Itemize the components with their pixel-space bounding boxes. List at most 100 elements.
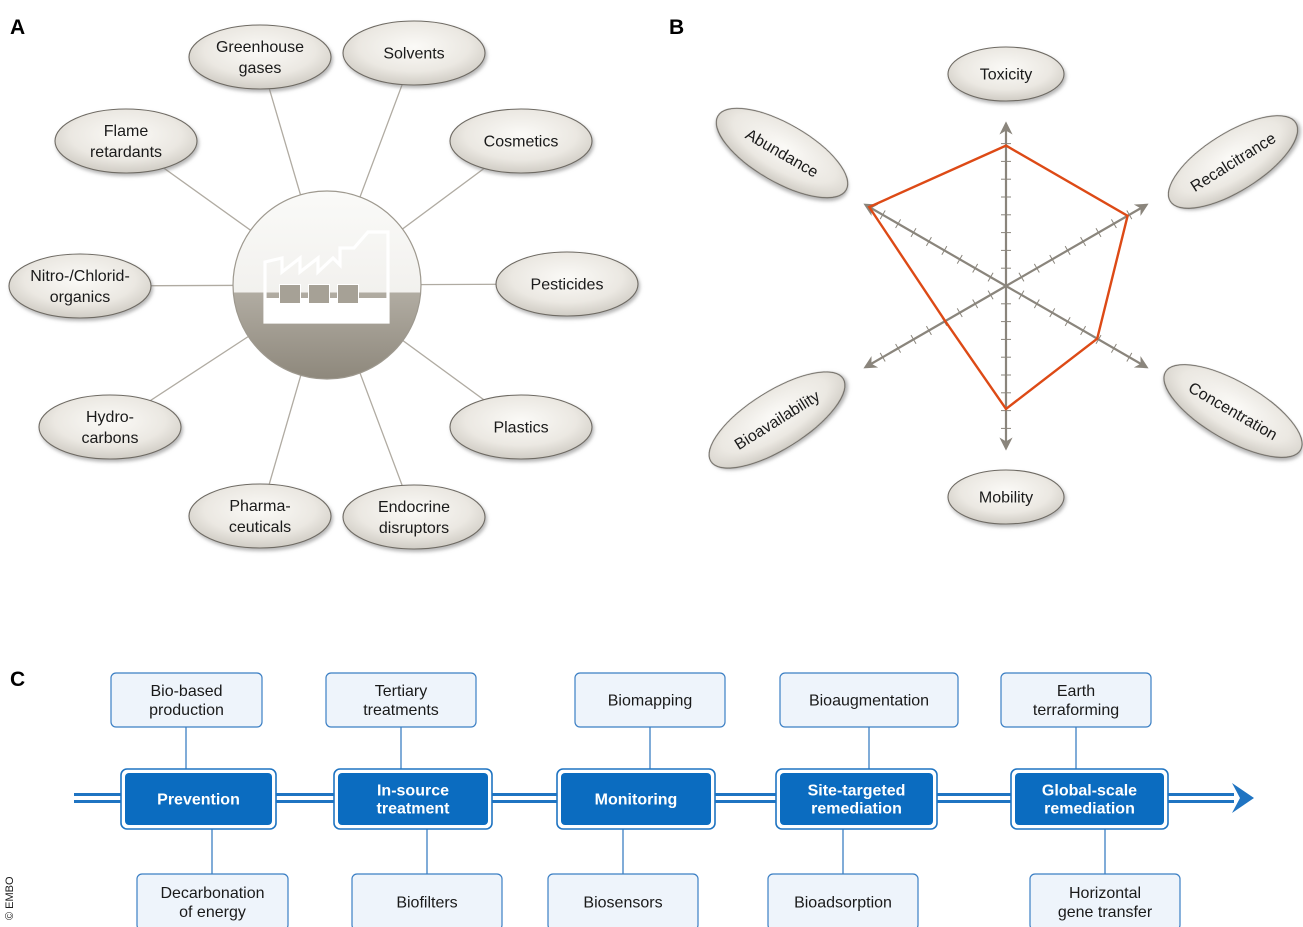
axis-tick: [910, 228, 917, 238]
panel-c-letter: C: [10, 668, 25, 691]
axis-tick: [956, 254, 963, 264]
axis-tick: [1064, 317, 1071, 327]
axis-tick: [941, 245, 948, 255]
axis-tick: [1049, 308, 1056, 318]
pollutant-oval: [449, 394, 593, 460]
axis-tick: [972, 263, 979, 273]
panel-b-radar-profile: ToxicityRecalcitranceConcentrationMobili…: [708, 46, 1303, 525]
pollutant-hydro-carbons: Hydro-carbons: [38, 394, 182, 460]
axis-label-text: Toxicity: [980, 67, 1032, 84]
axis-label-bioavailability: Bioavailability: [708, 371, 846, 469]
pollutant-oval: [38, 394, 182, 460]
axis-tick: [879, 210, 886, 220]
pollutant-solvents: Solvents: [342, 20, 486, 86]
pollutant-label: Pesticides: [531, 277, 604, 294]
panel-a-letter: A: [10, 16, 25, 39]
stage-site-targeted-remediation: BioaugmentationBioadsorptionSite-targete…: [767, 672, 959, 927]
axis-tick: [1033, 263, 1040, 273]
technology-box-bioadsorption: [767, 873, 919, 927]
axis-bioavailability: [863, 285, 1007, 369]
pollutant-oval: [342, 484, 486, 550]
technology-box-tertiary-treatments: [325, 672, 477, 728]
axis-label-toxicity: Toxicity: [947, 46, 1065, 102]
axis-tick: [1064, 245, 1071, 255]
pollutant-label: Nitro-/Chlorid-organics: [30, 268, 130, 306]
axis-tick: [1049, 254, 1056, 264]
stage-box-inner: [125, 773, 272, 825]
pollutant-oval: [449, 108, 593, 174]
timeline-arrowhead: [1232, 783, 1254, 813]
factory-hub: [232, 190, 422, 380]
technology-box-horizontal-gene-transfer: [1029, 873, 1181, 927]
pollutant-nitro-chlorid-organics: Nitro-/Chlorid-organics: [8, 253, 152, 319]
copyright-note: © EMBO: [4, 876, 16, 920]
pollutant-label: Pharma-ceuticals: [229, 498, 291, 536]
radar-profile: [867, 144, 1129, 411]
axis-tick: [1018, 272, 1025, 282]
axis-tick: [1080, 325, 1087, 336]
technology-box-biofilters: [351, 873, 503, 927]
axis-tick: [1110, 219, 1117, 229]
pollutant-pesticides: Pesticides: [495, 251, 639, 317]
axis-tick: [910, 334, 917, 344]
axis-label-recalcitrance: Recalcitrance: [1167, 115, 1299, 209]
radar-axes: [863, 121, 1149, 451]
axis-label-concentration: Concentration: [1163, 364, 1303, 458]
axis-label-text: Mobility: [979, 490, 1033, 507]
axis-tick: [1126, 210, 1133, 220]
technology-box-biomapping: [574, 672, 726, 728]
technology-box-bioaugmentation: [779, 672, 959, 728]
axis-label-mobility: Mobility: [947, 469, 1065, 525]
axis-tick: [879, 352, 886, 362]
axis-tick: [925, 236, 932, 247]
axis-tick: [1033, 299, 1040, 309]
axis-tick: [1110, 343, 1117, 353]
pollutant-pharma-ceuticals: Pharma-ceuticals: [188, 483, 332, 549]
pollutant-plastics: Plastics: [449, 394, 593, 460]
pollutant-cosmetics: Cosmetics: [449, 108, 593, 174]
pollutant-oval: [8, 253, 152, 319]
factory-icon: [263, 230, 390, 324]
axis-label-oval: [1167, 115, 1299, 209]
technology-box-decarbonation-of-energy: [136, 873, 289, 927]
pollutant-label: Cosmetics: [484, 134, 559, 151]
axis-abundance: [863, 203, 1007, 287]
axis-tick: [1080, 236, 1087, 247]
pollutant-label: Solvents: [383, 46, 444, 63]
stage-box-inner: [780, 773, 933, 825]
technology-box-bio-based-production: [110, 672, 263, 728]
stage-box-inner: [561, 773, 711, 825]
panel-b-letter: B: [669, 16, 684, 39]
technology-label: Biomapping: [608, 693, 693, 710]
technology-label: Biosensors: [583, 895, 662, 912]
pollutant-label: Plastics: [493, 420, 548, 437]
axis-tick: [1126, 352, 1133, 362]
pollutant-oval: [188, 483, 332, 549]
stage-label: Prevention: [157, 792, 240, 809]
technology-box-biosensors: [547, 873, 699, 927]
pollutant-oval: [54, 108, 198, 174]
technology-box-earth-terraforming: [1000, 672, 1152, 728]
axis-label-oval: [708, 371, 846, 469]
technology-label: Biofilters: [396, 895, 457, 912]
axis-label-abundance: Abundance: [715, 107, 849, 199]
